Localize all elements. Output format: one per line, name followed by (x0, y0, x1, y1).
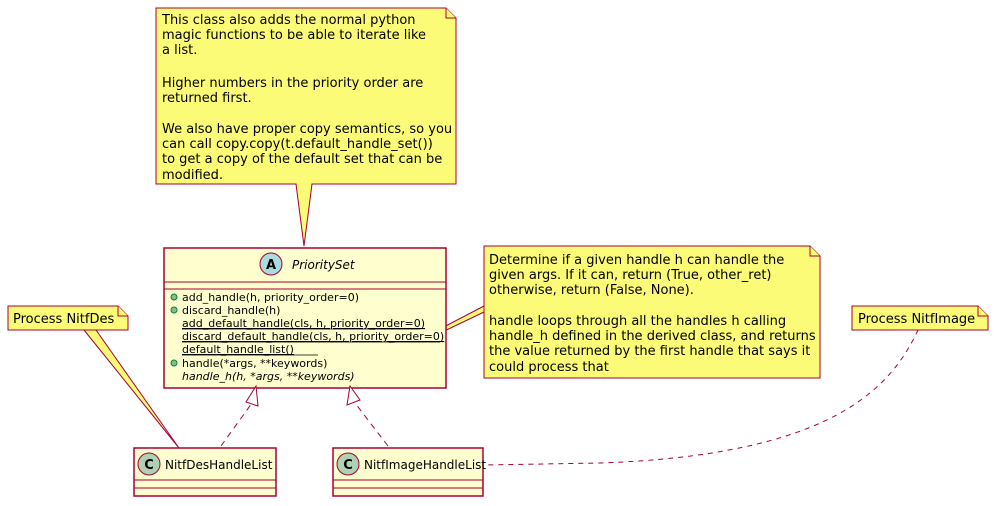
class-icon: C (336, 452, 360, 476)
public-method-icon (170, 306, 178, 314)
note-nitf-image: Process NitfImage (851, 305, 989, 331)
note-nitf-image-link (483, 329, 919, 466)
svg-text:C: C (343, 458, 353, 473)
class-name-priority-set: PrioritySet (292, 258, 356, 272)
method-list: add_handle(h, priority_order=0) discard_… (170, 291, 444, 383)
class-name-nitf-image-handle-list: NitfImageHandleList (364, 458, 486, 472)
svg-text:A: A (266, 258, 276, 273)
class-priority-set[interactable]: A PrioritySet add_handle(h, priority_ord… (163, 247, 447, 389)
public-method-icon (170, 359, 178, 367)
note-handle-h: Determine if a given handle h can handle… (483, 245, 821, 379)
note-nitf-image-text: Process NitfImage (858, 312, 975, 327)
abstract-class-icon: A (259, 252, 283, 276)
inheritance-arrow-des (220, 384, 259, 447)
method-discard-handle: discard_handle(h) (182, 304, 280, 317)
method-handle: handle(*args, **keywords) (182, 357, 327, 370)
method-add-default-handle: add_default_handle(cls, h, priority_orde… (182, 317, 425, 330)
class-icon: C (137, 452, 161, 476)
method-default-handle-list: default_handle_list() (182, 343, 294, 356)
svg-text:C: C (144, 458, 154, 473)
class-nitf-des-handle-list[interactable]: C NitfDesHandleList (133, 447, 277, 497)
note-top-text: This class also adds the normal python m… (161, 13, 456, 183)
class-nitf-image-handle-list[interactable]: C NitfImageHandleList (332, 447, 486, 497)
method-discard-default-handle: discard_default_handle(cls, h, priority_… (182, 330, 444, 343)
inheritance-arrow-image (346, 384, 389, 447)
public-method-icon (170, 293, 178, 301)
method-handle-h: handle_h(h, *args, **keywords) (182, 370, 355, 383)
note-nitf-des-text: Process NitfDes (13, 312, 114, 327)
note-top: This class also adds the normal python m… (155, 7, 457, 247)
note-handle-h-text: Determine if a given handle h can handle… (489, 253, 820, 375)
method-add-handle: add_handle(h, priority_order=0) (182, 291, 359, 304)
class-name-nitf-des-handle-list: NitfDesHandleList (165, 458, 273, 472)
note-nitf-des: Process NitfDes (7, 305, 129, 331)
